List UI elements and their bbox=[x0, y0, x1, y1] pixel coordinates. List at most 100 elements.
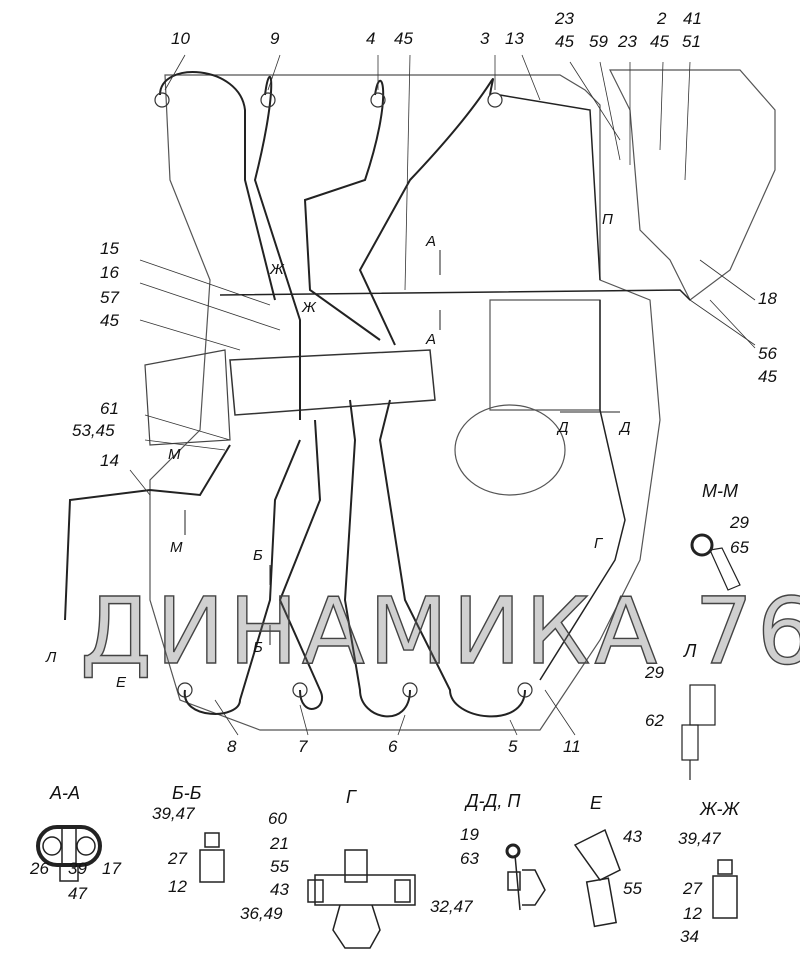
callout-4: 4 bbox=[366, 29, 376, 48]
detail-zhzh-title: Ж-Ж bbox=[700, 799, 740, 819]
section-mark-zh: Ж bbox=[270, 261, 284, 278]
watermark: ДИНАМИКА 76 bbox=[79, 577, 800, 685]
detail-bb-title: Б-Б bbox=[172, 783, 202, 803]
section-arrows bbox=[184, 250, 620, 645]
callout-39: 39 bbox=[68, 859, 87, 878]
pump-body bbox=[144, 349, 231, 446]
detail-l-drawing bbox=[681, 684, 716, 780]
callout-60: 60 bbox=[268, 809, 287, 828]
callout-55: 55 bbox=[623, 879, 642, 898]
callout-51: 51 bbox=[682, 32, 701, 51]
callout-43: 43 bbox=[623, 827, 642, 846]
return-line-13 bbox=[499, 94, 601, 281]
callout-47: 47 bbox=[68, 884, 87, 903]
callout-9: 9 bbox=[270, 29, 280, 48]
callout-12: 12 bbox=[168, 877, 187, 896]
callout-5: 5 bbox=[508, 737, 518, 756]
section-mark-a: А bbox=[426, 233, 437, 250]
callout-17: 17 bbox=[102, 859, 121, 878]
section-mark-p: П bbox=[602, 211, 613, 228]
pump-cover bbox=[489, 299, 601, 411]
callout-3: 3 bbox=[480, 29, 490, 48]
section-mark-m: М bbox=[168, 446, 181, 463]
detail-bb-drawing bbox=[199, 832, 225, 883]
return-line-11 bbox=[539, 300, 626, 681]
detail-dd-drawing bbox=[505, 843, 546, 911]
callout-56: 56 bbox=[758, 344, 777, 363]
pipe-6 bbox=[343, 399, 411, 718]
callout-19: 19 bbox=[460, 825, 479, 844]
callout-53-45: 53,45 bbox=[72, 421, 115, 440]
injector-pump bbox=[229, 349, 436, 416]
callout-11: 11 bbox=[563, 737, 581, 756]
injectors-bottom bbox=[177, 682, 533, 698]
pipe-4 bbox=[303, 80, 385, 341]
detail-mm-title: М-М bbox=[702, 481, 738, 501]
callout-18: 18 bbox=[758, 289, 777, 308]
callout-10: 10 bbox=[171, 29, 190, 48]
callout-13: 13 bbox=[505, 29, 524, 48]
section-mark-d: Д bbox=[620, 419, 631, 436]
callout-29: 29 bbox=[730, 513, 749, 532]
detail-g-title: Г bbox=[346, 787, 356, 807]
detail-e-drawing bbox=[573, 828, 621, 928]
section-mark-m: М bbox=[170, 539, 183, 556]
callout-14: 14 bbox=[100, 451, 119, 470]
drain-line-horizontal bbox=[219, 289, 691, 301]
callout-34: 34 bbox=[680, 927, 699, 946]
callout-7: 7 bbox=[298, 737, 308, 756]
leader-lines bbox=[129, 54, 756, 736]
callout-23: 23 bbox=[555, 9, 574, 28]
callout-41: 41 bbox=[683, 9, 702, 28]
callout-23: 23 bbox=[618, 32, 637, 51]
detail-dd-title: Д-Д, П bbox=[466, 791, 521, 811]
section-mark-e: Е bbox=[116, 674, 127, 691]
pipe-3 bbox=[358, 78, 494, 346]
callout-39-47: 39,47 bbox=[678, 829, 721, 848]
callout-32-47: 32,47 bbox=[430, 897, 473, 916]
pipe-8 bbox=[183, 439, 301, 715]
callout-63: 63 bbox=[460, 849, 479, 868]
callout-27: 27 bbox=[168, 849, 187, 868]
callout-59: 59 bbox=[589, 32, 608, 51]
callout-45: 45 bbox=[758, 367, 777, 386]
callout-45: 45 bbox=[555, 32, 574, 51]
section-mark-g: Г bbox=[594, 535, 603, 552]
callout-21: 21 bbox=[270, 834, 289, 853]
callout-45: 45 bbox=[100, 311, 119, 330]
callout-43: 43 bbox=[270, 880, 289, 899]
callout-16: 16 bbox=[100, 263, 119, 282]
callout-39-47: 39,47 bbox=[152, 804, 195, 823]
section-mark-a: А bbox=[426, 331, 437, 348]
callout-45: 45 bbox=[394, 29, 413, 48]
detail-aa-drawing bbox=[36, 825, 102, 882]
detail-mm-drawing bbox=[690, 533, 741, 591]
detail-zhzh-drawing bbox=[712, 859, 738, 919]
detail-g-drawing bbox=[307, 849, 416, 949]
section-mark-b: Б bbox=[253, 639, 263, 656]
pipe-10 bbox=[159, 71, 276, 301]
callout-15: 15 bbox=[100, 239, 119, 258]
callout-29: 29 bbox=[645, 663, 664, 682]
section-mark-zh: Ж bbox=[302, 299, 316, 316]
pipe-9 bbox=[253, 75, 301, 420]
pipe-5 bbox=[378, 399, 526, 718]
callout-12: 12 bbox=[683, 904, 702, 923]
callout-8: 8 bbox=[227, 737, 237, 756]
callout-26: 26 bbox=[30, 859, 49, 878]
cylinder-head-outline bbox=[149, 74, 661, 731]
detail-aa-title: А-А bbox=[50, 783, 81, 803]
callout-61: 61 bbox=[100, 399, 119, 418]
fuel-line-14 bbox=[64, 444, 231, 621]
callout-45: 45 bbox=[650, 32, 669, 51]
section-mark-l: Л bbox=[46, 649, 57, 666]
callout-57: 57 bbox=[100, 288, 119, 307]
gear-housing bbox=[454, 404, 566, 496]
section-mark-d: Д bbox=[558, 419, 569, 436]
detail-l-title: Л bbox=[684, 641, 697, 661]
detail-e-title: Е bbox=[590, 793, 603, 813]
callout-6: 6 bbox=[388, 737, 398, 756]
callout-55: 55 bbox=[270, 857, 289, 876]
